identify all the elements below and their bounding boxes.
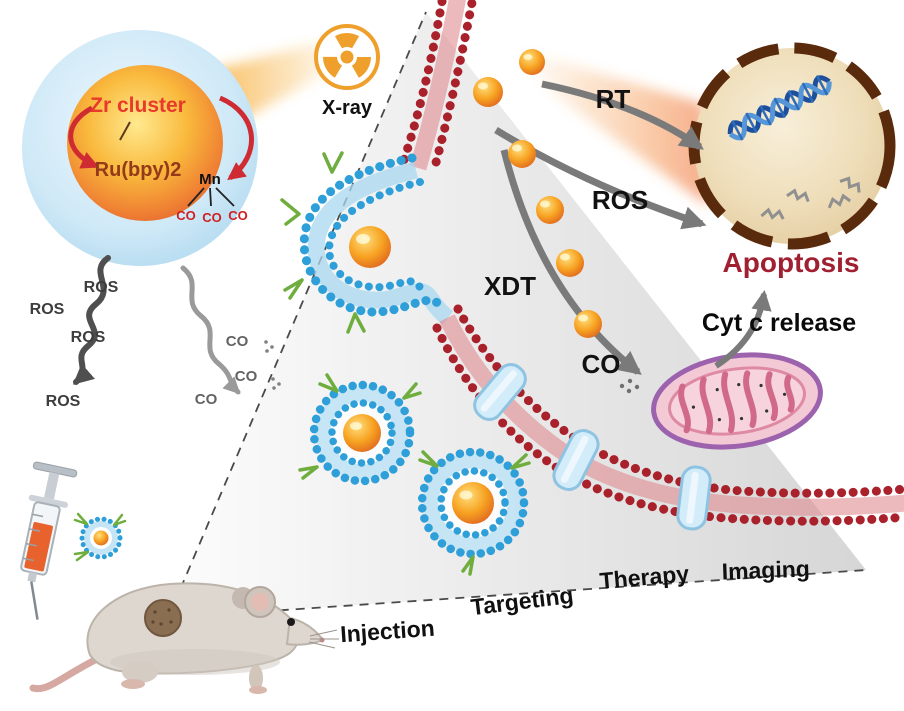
sphere-highlight bbox=[356, 234, 370, 244]
pocket-heads-outer bbox=[299, 153, 445, 317]
co-wavy-arrow bbox=[180, 265, 241, 395]
ros-release-label-4: ROS bbox=[46, 393, 81, 410]
nanoparticle-sphere bbox=[473, 77, 503, 107]
rt-arrow bbox=[541, 80, 704, 150]
cytc-arrow bbox=[714, 289, 772, 369]
mouse-tail bbox=[29, 656, 99, 693]
mn-label: Mn bbox=[199, 171, 221, 188]
rt-label: RT bbox=[596, 84, 631, 114]
zr-cluster-label: Zr cluster bbox=[90, 94, 186, 117]
nanoparticle-core bbox=[67, 65, 223, 221]
radiation-blades-icon bbox=[323, 33, 371, 81]
xray-source: X-ray bbox=[314, 24, 380, 119]
released-nanoparticles bbox=[473, 49, 602, 338]
xray-label: X-ray bbox=[322, 97, 373, 119]
endocytosis-pocket bbox=[280, 151, 454, 334]
vesicle-small bbox=[73, 512, 127, 562]
mouse-nose bbox=[319, 637, 325, 643]
channel-protein-2 bbox=[552, 429, 600, 491]
xdt-arrow bbox=[500, 149, 642, 375]
mitochondria-specks bbox=[691, 382, 787, 422]
vesicle-1 bbox=[298, 373, 422, 486]
nanoparticle-sphere bbox=[508, 140, 536, 168]
mouse-front-leg bbox=[249, 665, 263, 691]
apoptosis-label: Apoptosis bbox=[723, 247, 860, 278]
stage-imaging-label: Imaging bbox=[721, 555, 810, 584]
syringe bbox=[20, 461, 78, 620]
radiation-center-dot bbox=[340, 50, 354, 64]
targeting-ligands bbox=[280, 151, 366, 334]
mitochondria-cristae bbox=[678, 370, 795, 435]
red-cycle-arrow-left bbox=[68, 105, 100, 169]
pocket-tails bbox=[307, 161, 454, 325]
co-ligand-2: CO bbox=[202, 210, 222, 225]
ros-release-label-1: ROS bbox=[84, 279, 119, 296]
mouse-inner-ear bbox=[251, 593, 269, 611]
nanoparticle-sphere bbox=[519, 49, 545, 75]
tumor-speckles bbox=[151, 608, 173, 626]
mn-co-bond-2 bbox=[209, 187, 212, 207]
membrane-tails-upper bbox=[409, 0, 466, 171]
red-cycle-arrow-right bbox=[218, 95, 254, 181]
membrane-heads-outer-upper bbox=[397, 0, 447, 171]
xdt-label: XDT bbox=[484, 271, 536, 301]
co-gas-dots-2 bbox=[271, 377, 281, 390]
mouse-front-foot bbox=[249, 686, 267, 694]
co-ligand-1: CO bbox=[176, 208, 196, 223]
co-release-label-3: CO bbox=[195, 391, 218, 408]
cytc-release-label: Cyt c release bbox=[702, 309, 856, 337]
membrane-heads-inner-upper bbox=[429, 0, 478, 175]
ros-release-label-3: ROS bbox=[71, 329, 106, 346]
co-ligand-3: CO bbox=[228, 208, 248, 223]
cone-dashed-line-upper bbox=[167, 11, 427, 619]
bond-line bbox=[119, 121, 131, 141]
ros-wavy-arrow bbox=[72, 255, 111, 385]
vesicle-2 bbox=[417, 447, 531, 576]
cell-membrane-lower bbox=[432, 304, 904, 531]
dna-helix bbox=[727, 74, 832, 141]
ru-bpy-label: Ru(bpy)2 bbox=[95, 159, 182, 181]
mouse-hind-foot bbox=[121, 679, 145, 689]
mitochondria bbox=[651, 352, 823, 450]
nanoparticle-in-pocket bbox=[349, 226, 391, 268]
nanoparticle-schematic: Zr cluster Ru(bpy)2 Mn CO CO CO bbox=[22, 30, 258, 266]
ros-release-label-2: ROS bbox=[30, 301, 65, 318]
nucleus bbox=[688, 42, 896, 250]
vesicle-ligands bbox=[418, 450, 531, 576]
mouse-eye bbox=[287, 618, 295, 626]
ros-pathway-label: ROS bbox=[592, 185, 648, 215]
co-pathway-label: CO bbox=[582, 349, 621, 379]
pocket-heads-inner bbox=[325, 178, 425, 293]
co-gas-dots-1 bbox=[264, 340, 274, 353]
co-release-label-1: CO bbox=[226, 333, 249, 350]
mouse bbox=[29, 582, 339, 694]
tumor bbox=[144, 599, 182, 637]
co-release-label-2: CO bbox=[235, 368, 258, 385]
mn-co-bond-1 bbox=[187, 187, 205, 207]
co-release-group: CO CO CO bbox=[180, 265, 281, 408]
mouse-hind-leg bbox=[122, 661, 158, 683]
vesicle-ligands bbox=[298, 373, 422, 480]
nanoparticle-sphere bbox=[556, 249, 584, 277]
co-pathway-dots bbox=[619, 378, 640, 394]
mouse-whiskers bbox=[308, 629, 339, 649]
needle bbox=[30, 581, 39, 620]
mn-co-bond-3 bbox=[215, 187, 235, 207]
channel-protein-3 bbox=[676, 465, 712, 531]
nanoparticle-sphere bbox=[574, 310, 602, 338]
nucleus-envelope bbox=[688, 42, 896, 250]
nanoparticle-sphere bbox=[536, 196, 564, 224]
ros-release-group: ROS ROS ROS ROS bbox=[30, 255, 119, 410]
channel-protein-1 bbox=[473, 363, 527, 421]
cone-dashed-line-lower bbox=[167, 569, 867, 619]
cell-membrane-upper bbox=[397, 0, 478, 175]
dna-fragments bbox=[760, 176, 861, 220]
